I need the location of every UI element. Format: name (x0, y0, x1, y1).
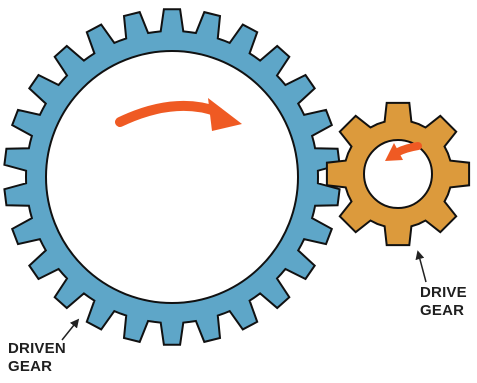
driven-gear-label: DRIVEN GEAR (8, 340, 66, 376)
counterclockwise-arrow-icon (385, 142, 422, 161)
driven-gear-label-line2: GEAR (8, 358, 53, 375)
drive-gear-label-line1: DRIVE (420, 284, 467, 301)
driven-gear-label-line1: DRIVEN (8, 340, 66, 357)
driven-gear (3, 8, 341, 346)
drive-gear (325, 101, 471, 247)
clockwise-arrow-icon (115, 98, 242, 131)
driven-gear-pointer (61, 318, 80, 341)
drive-gear-label: DRIVE GEAR (420, 284, 467, 320)
drive-gear-label-line2: GEAR (420, 302, 465, 319)
drive-gear-pointer (415, 250, 427, 283)
